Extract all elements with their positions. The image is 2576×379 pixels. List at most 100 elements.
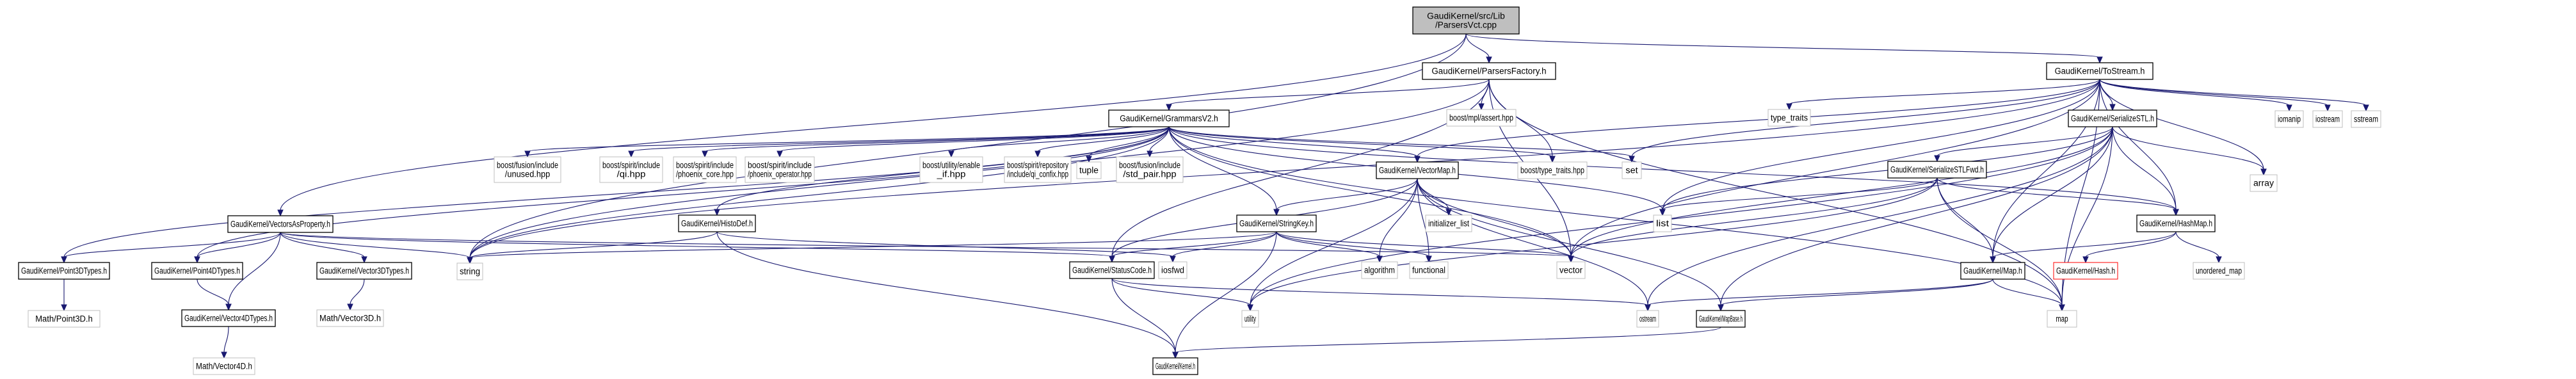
node-point3dtypes[interactable]: GaudiKernel/Point3DTypes.h bbox=[18, 262, 110, 280]
node-label: Math/Vector3D.h bbox=[319, 314, 381, 323]
arrowhead-grammarsv2-to-phoenix_operator bbox=[777, 150, 783, 158]
node-label: /ParsersVct.cpp bbox=[1435, 20, 1497, 30]
node-statuscode[interactable]: GaudiKernel/StatusCode.h bbox=[1069, 261, 1155, 279]
node-list: list bbox=[1653, 214, 1672, 232]
node-mapbase[interactable]: GaudiKernel/MapBase.h bbox=[1696, 310, 1746, 328]
edge-histodef-to-string bbox=[469, 231, 718, 259]
node-vectorsasproperty[interactable]: GaudiKernel/VectorsAsProperty.h bbox=[227, 215, 334, 233]
edge-tostream-to-type_traits bbox=[1789, 79, 2100, 105]
arrowhead-stringkey-to-vector bbox=[1568, 255, 1574, 263]
node-label: boost/spirit/repository bbox=[1007, 161, 1068, 170]
node-box bbox=[2046, 62, 2153, 80]
node-ostream: ostream bbox=[1636, 310, 1659, 328]
node-box bbox=[18, 262, 110, 280]
node-stringkey[interactable]: GaudiKernel/StringKey.h bbox=[1236, 214, 1317, 232]
arrowhead-grammarsv2-to-qi_confix bbox=[1034, 150, 1041, 158]
node-label: GaudiKernel/Point3DTypes.h bbox=[21, 266, 107, 276]
arrowhead-stringkey-to-functional bbox=[1426, 255, 1432, 263]
arrowhead-point3dtypes-to-math_point3d bbox=[61, 304, 67, 312]
node-label: /std_pair.hpp bbox=[1123, 170, 1176, 179]
node-serializestlfwd[interactable]: GaudiKernel/SerializeSTLFwd.h bbox=[1887, 161, 1987, 179]
arrowhead-tostream-to-type_traits bbox=[1786, 103, 1792, 111]
node-label: GaudiKernel/SerializeSTLFwd.h bbox=[1890, 165, 1984, 175]
node-box bbox=[2136, 214, 2216, 232]
node-vectormap[interactable]: GaudiKernel/VectorMap.h bbox=[1376, 161, 1459, 179]
edge-stringkey-to-vector bbox=[1276, 231, 1572, 257]
arrowhead-stringkey-to-statuscode bbox=[1109, 255, 1115, 263]
edge-statuscode-to-kernel bbox=[1111, 278, 1176, 353]
node-vector3dtypes[interactable]: GaudiKernel/Vector3DTypes.h bbox=[316, 262, 412, 280]
node-label: array bbox=[2253, 179, 2274, 188]
node-histodef[interactable]: GaudiKernel/HistoDef.h bbox=[678, 214, 756, 232]
arrowhead-map_h-to-mapbase bbox=[1718, 304, 1724, 312]
node-serializestl[interactable]: GaudiKernel/SerializeSTL.h bbox=[2068, 109, 2157, 127]
node-map_h[interactable]: GaudiKernel/Map.h bbox=[1960, 262, 2025, 280]
node-vector4dtypes[interactable]: GaudiKernel/Vector4DTypes.h bbox=[181, 309, 276, 327]
node-array: array bbox=[2250, 174, 2278, 192]
edge-grammarsv2-to-tuple bbox=[1088, 126, 1170, 157]
edge-grammarsv2-to-stringkey bbox=[1168, 126, 1277, 211]
node-qi_confix: boost/spirit/repository/include/qi_confi… bbox=[1004, 156, 1072, 183]
arrowhead-hashmap-to-map_h bbox=[1990, 256, 1996, 264]
node-label: GaudiKernel/StatusCode.h bbox=[1072, 266, 1152, 275]
edge-serializestlfwd-to-utility bbox=[1250, 177, 1938, 306]
node-box bbox=[1376, 161, 1459, 179]
node-parsersfactory[interactable]: GaudiKernel/ParsersFactory.h bbox=[1422, 62, 1556, 80]
node-label: initializer_list bbox=[1428, 219, 1469, 229]
edge-serializestlfwd-to-list bbox=[1662, 177, 1938, 211]
node-phoenix_core: boost/spirit/include/phoenix_core.hpp bbox=[673, 156, 737, 183]
edge-vector3dtypes-to-math_vector3d bbox=[350, 278, 365, 305]
node-box bbox=[2068, 109, 2157, 127]
node-box bbox=[1425, 214, 1472, 232]
node-label: ostream bbox=[1639, 314, 1656, 324]
edge-serializestlfwd-to-hashmap bbox=[1936, 177, 2177, 211]
edge-stringkey-to-string bbox=[469, 231, 1277, 259]
arrowhead-root-to-parsersfactory bbox=[1486, 56, 1492, 64]
edge-tostream-to-array bbox=[2099, 79, 2264, 170]
node-iomanip: iomanip bbox=[2274, 110, 2304, 128]
node-label: /phoenix_core.hpp bbox=[676, 170, 734, 179]
nodes-layer: GaudiKernel/src/Lib/ParsersVct.cppGaudiK… bbox=[18, 6, 2381, 375]
node-box bbox=[599, 156, 663, 183]
arrowhead-hashmap-to-unordered_map bbox=[2216, 256, 2222, 264]
arrowhead-stringkey-to-string bbox=[467, 257, 473, 264]
node-grammarsv2[interactable]: GaudiKernel/GrammarsV2.h bbox=[1108, 109, 1230, 127]
node-label: boost/spirit/include bbox=[676, 161, 734, 170]
node-box bbox=[1887, 161, 1987, 179]
node-label: GaudiKernel/StringKey.h bbox=[1239, 219, 1314, 229]
node-root[interactable]: GaudiKernel/src/Lib/ParsersVct.cpp bbox=[1412, 6, 1520, 35]
node-box bbox=[1422, 62, 1556, 80]
arrowhead-mapbase-to-kernel bbox=[1172, 351, 1179, 359]
node-box bbox=[919, 156, 983, 183]
node-label: vector bbox=[1559, 266, 1582, 275]
node-label: utility bbox=[1244, 314, 1256, 324]
edge-grammarsv2-to-set bbox=[1168, 126, 1632, 157]
node-mplassert: boost/mpl/assert.hpp bbox=[1446, 109, 1517, 127]
node-label: iomanip bbox=[2278, 115, 2301, 124]
node-kernel[interactable]: GaudiKernel/Kernel.h bbox=[1152, 357, 1198, 375]
edge-serializestl-to-serializestlfwd bbox=[1936, 126, 2113, 157]
edge-vectormap-to-stringkey bbox=[1276, 178, 1418, 211]
edge-vectormap-to-utility bbox=[1250, 178, 1418, 306]
edge-stringkey-to-algorithm bbox=[1276, 231, 1380, 257]
edge-hashmap-to-hash_h bbox=[2085, 231, 2177, 258]
edge-vectorsasproperty-to-vector4dtypes bbox=[228, 232, 281, 305]
arrowhead-serializestl-to-array bbox=[2260, 168, 2267, 176]
node-label: GaudiKernel/MapBase.h bbox=[1699, 314, 1743, 324]
edge-root-to-parsersfactory bbox=[1465, 33, 1490, 58]
node-label: GaudiKernel/Map.h bbox=[1963, 266, 2022, 276]
node-label: algorithm bbox=[1364, 266, 1395, 275]
edge-stringkey-to-kernel bbox=[1175, 231, 1277, 353]
node-hashmap[interactable]: GaudiKernel/HashMap.h bbox=[2136, 214, 2216, 232]
arrowhead-tostream-to-iomanip bbox=[2286, 104, 2292, 112]
node-math_vector4d: Math/Vector4D.h bbox=[193, 357, 255, 375]
node-point4dtypes[interactable]: GaudiKernel/Point4DTypes.h bbox=[151, 262, 243, 280]
node-iosfwd: iosfwd bbox=[1158, 261, 1187, 279]
node-box bbox=[1412, 6, 1520, 35]
edge-statuscode-to-utility bbox=[1111, 278, 1251, 306]
edge-serializestl-to-utility bbox=[1250, 126, 2113, 306]
edge-grammarsv2-to-point3dtypes bbox=[63, 126, 1170, 258]
arrowhead-grammarsv2-to-fusion_unused bbox=[524, 150, 531, 158]
edges-layer bbox=[61, 33, 2369, 359]
node-tostream[interactable]: GaudiKernel/ToStream.h bbox=[2046, 62, 2153, 80]
